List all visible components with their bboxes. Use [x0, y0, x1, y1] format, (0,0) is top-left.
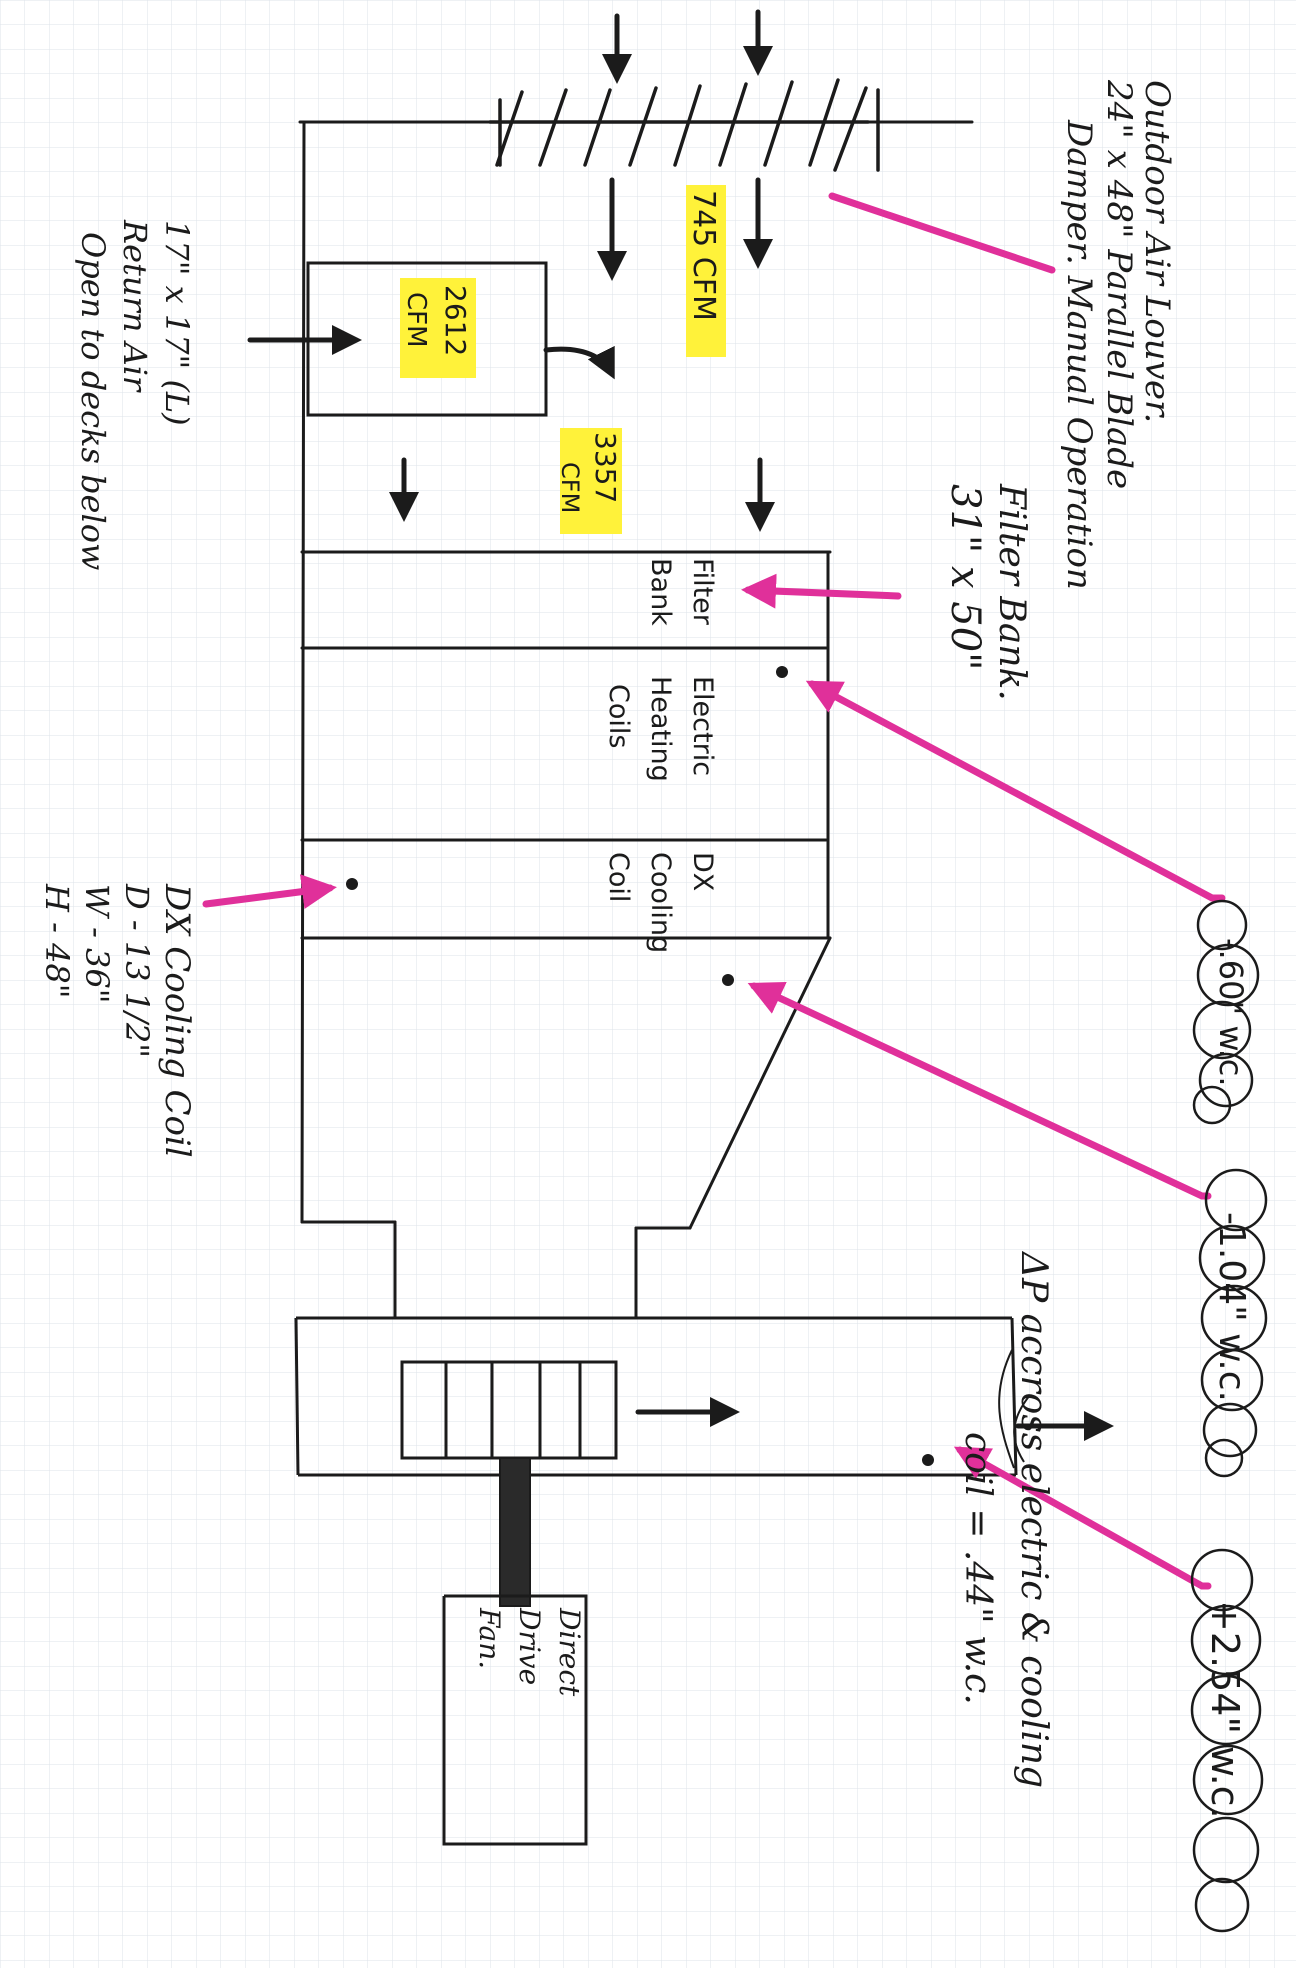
dx-coil-note-line1: DX Cooling Coil — [157, 883, 197, 1158]
filter-section-line2: Bank — [645, 558, 676, 626]
yellow-highlights — [400, 185, 726, 534]
cloud-p1 — [1192, 899, 1260, 1125]
unit-outline — [298, 120, 974, 1320]
outdoor-air-line3: Damper. Manual Operation — [1059, 119, 1099, 590]
outdoor-cfm-highlight — [686, 185, 726, 357]
outdoor-cfm-label: 745 CFM — [686, 190, 721, 321]
return-cfm-value: 2612 — [439, 285, 472, 356]
cloud-p2 — [1198, 1168, 1268, 1478]
dx-section-line2: Cooling — [645, 852, 676, 953]
dx-section-line1: DX — [687, 852, 718, 891]
return-cfm-unit: CFM — [401, 292, 431, 348]
mixed-cfm-highlight — [560, 428, 622, 534]
louver-hatching — [488, 78, 880, 172]
pressure-p2: -1.04" w.c. — [1211, 1212, 1252, 1402]
dx-section-line3: Coil — [603, 852, 634, 902]
return-air-line2: Return Air — [116, 219, 154, 393]
heating-section-line1: Electric — [687, 676, 718, 776]
pressure-p3: +2.54" w.c. — [1203, 1600, 1247, 1819]
outdoor-air-line1: Outdoor Air Louver. — [1137, 80, 1177, 423]
measurement-dots — [346, 666, 934, 1466]
delta-p-line1: ΔP accross electric & cooling — [1013, 1250, 1054, 1788]
return-air-line1: 17" x 17" (L) — [158, 220, 196, 426]
dx-coil-note-line2: D - 13 1/2" — [118, 883, 156, 1058]
dx-coil-note-line3: W - 36" — [78, 884, 116, 1003]
pink-leaders — [202, 192, 1226, 1590]
filter-bank-note-line1: Filter Bank. — [991, 483, 1032, 701]
labels: Outdoor Air Louver. 24" x 48" Parallel B… — [38, 79, 1252, 1819]
dx-coil-note-line4: H - 48" — [38, 883, 76, 999]
return-cfm-highlight — [400, 278, 476, 378]
pressure-clouds — [1190, 899, 1268, 1933]
fan-line3: Fan. — [473, 1607, 506, 1669]
outdoor-air-line2: 24" x 48" Parallel Blade — [1099, 79, 1139, 489]
filter-section-line1: Filter — [687, 558, 718, 626]
airflow-arrows — [247, 9, 1114, 1441]
mixed-cfm-value: 3357 — [589, 432, 622, 503]
heating-section-line3: Coils — [603, 684, 634, 748]
fan-housing — [294, 1316, 1031, 1477]
delta-p-line2: coil = .44" w.c. — [957, 1432, 998, 1705]
fan-line1: Direct — [553, 1607, 586, 1697]
cloud-p3 — [1190, 1548, 1264, 1933]
return-air-line3: Open to decks below — [74, 232, 112, 570]
filter-bank-note-line2: 31" x 50" — [942, 484, 988, 671]
fan-line2: Drive — [513, 1607, 546, 1685]
pressure-p1: -.60" w.c. — [1212, 938, 1250, 1087]
heating-section-line2: Heating — [645, 676, 676, 782]
fan-shaft — [499, 1457, 531, 1607]
fan-motor-box — [442, 1594, 588, 1846]
mixed-cfm-unit: CFM — [556, 462, 584, 513]
